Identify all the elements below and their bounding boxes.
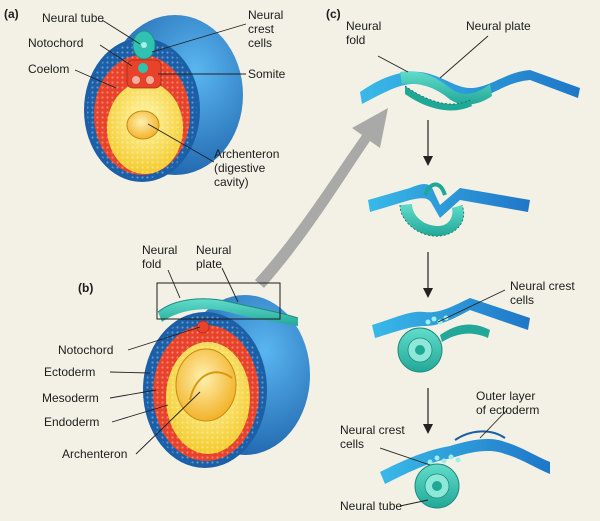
label-c-neural-fold: Neural fold [346, 19, 385, 47]
leader-lines [74, 19, 508, 507]
stage-c4 [380, 430, 550, 509]
label-a-somite: Somite [248, 67, 286, 81]
down-arrows [423, 120, 433, 434]
embryo-b [143, 295, 310, 468]
label-a-neural-tube: Neural tube [42, 11, 104, 25]
stage-c2 [368, 182, 530, 237]
label-a-neural-crest: Neural crest cells [248, 8, 287, 50]
label-c-neural-tube: Neural tube [340, 499, 402, 513]
panel-a-label: (a) [4, 7, 19, 21]
label-a-notochord: Notochord [28, 36, 83, 50]
label-b-mesoderm: Mesoderm [42, 391, 99, 405]
label-a-coelom: Coelom [28, 62, 69, 76]
label-b-neural-plate: Neural plate [196, 243, 235, 271]
label-b-endoderm: Endoderm [44, 415, 99, 429]
label-b-ectoderm: Ectoderm [44, 365, 95, 379]
transition-arrow [255, 108, 388, 288]
label-c-neural-plate: Neural plate [466, 19, 531, 33]
label-b-notochord: Notochord [58, 343, 113, 357]
embryo-a [84, 15, 243, 182]
neural-plate-box [156, 282, 281, 320]
label-b-neural-fold: Neural fold [142, 243, 181, 271]
stage-c3 [372, 298, 530, 373]
label-c-neural-crest-2: Neural crest cells [340, 423, 408, 451]
stage-c1 [360, 70, 580, 111]
panel-c-label: (c) [326, 7, 341, 21]
label-c-neural-crest-1: Neural crest cells [510, 279, 578, 307]
label-b-archenteron: Archenteron [62, 447, 127, 461]
panel-b-label: (b) [78, 281, 93, 295]
label-a-archenteron: Archenteron (digestive cavity) [214, 147, 283, 189]
label-c-outer-layer: Outer layer of ectoderm [476, 389, 539, 417]
